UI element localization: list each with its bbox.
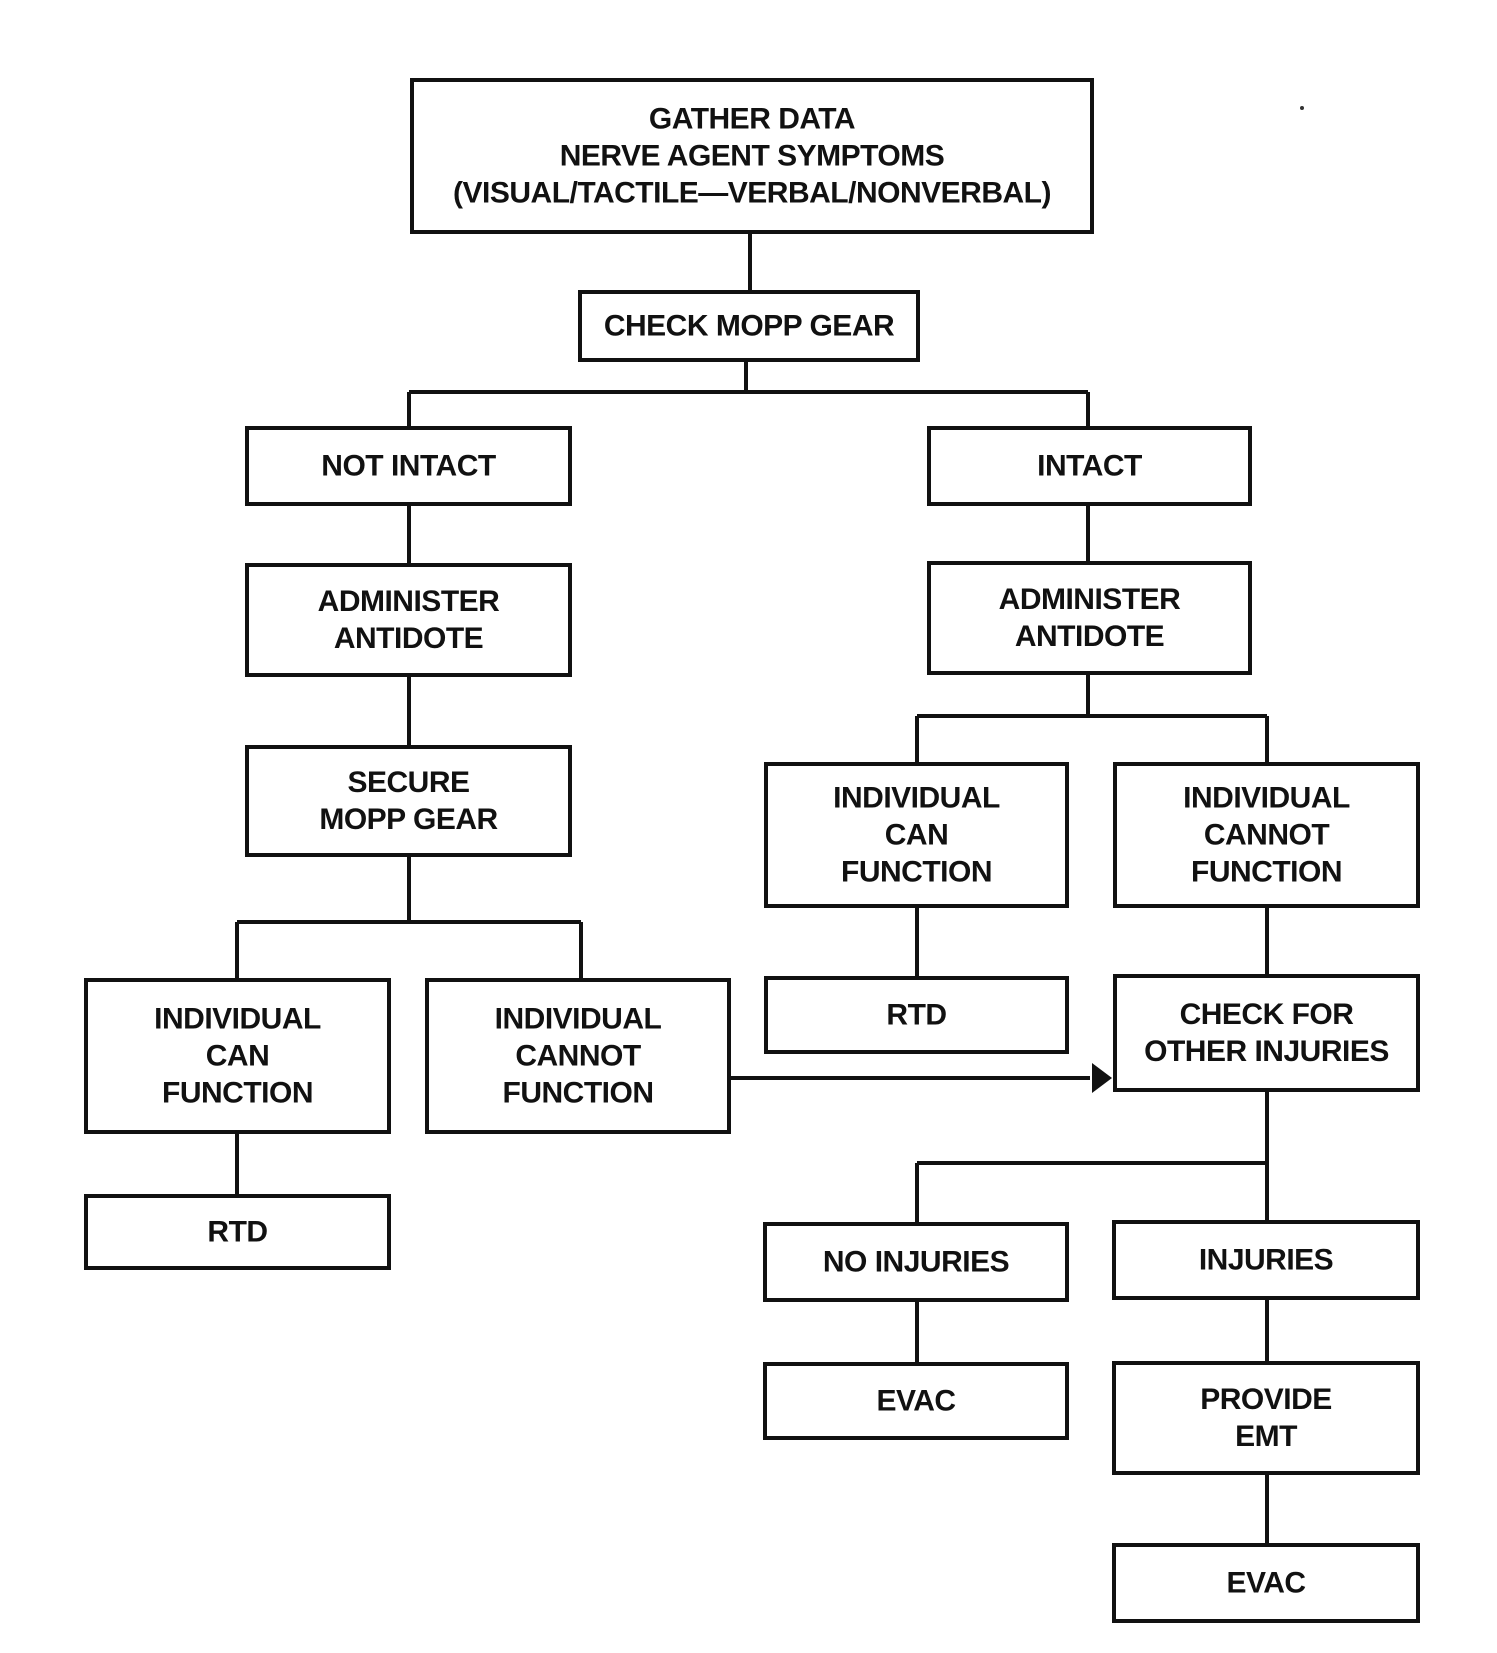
node-label-line: NOT INTACT <box>321 450 496 483</box>
node-label-line: INDIVIDUAL <box>833 782 1000 815</box>
node-evac-no-injuries: EVAC <box>763 1362 1069 1440</box>
node-administer-antidote-right: ADMINISTER ANTIDOTE <box>927 561 1252 675</box>
scan-dot <box>1300 106 1304 110</box>
node-label-line: INDIVIDUAL <box>154 1003 321 1036</box>
node-label-line: NO INJURIES <box>823 1246 1009 1279</box>
node-label-line: FUNCTION <box>503 1077 654 1110</box>
node-label-line: FUNCTION <box>162 1077 313 1110</box>
node-label-line: ADMINISTER <box>999 583 1182 616</box>
node-left-cannot-function: INDIVIDUAL CANNOT FUNCTION <box>425 978 731 1134</box>
node-label-line: (VISUAL/TACTILE—VERBAL/NONVERBAL) <box>453 177 1051 210</box>
node-label-line: ADMINISTER <box>318 585 501 618</box>
node-intact: INTACT <box>927 426 1252 506</box>
node-left-rtd: RTD <box>84 1194 391 1270</box>
node-label-line: EMT <box>1235 1420 1297 1453</box>
node-label-line: MOPP GEAR <box>319 803 498 836</box>
arrowhead-to-check-injuries <box>1092 1063 1112 1093</box>
node-gather-data: GATHER DATA NERVE AGENT SYMPTOMS (VISUAL/T… <box>410 78 1094 234</box>
node-label-line: ANTIDOTE <box>1015 620 1164 653</box>
node-no-injuries: NO INJURIES <box>763 1222 1069 1302</box>
node-provide-emt: PROVIDE EMT <box>1112 1361 1420 1475</box>
connectors <box>235 232 1269 1545</box>
node-right-can-function: INDIVIDUAL CAN FUNCTION <box>764 762 1069 908</box>
node-label-line: CHECK FOR <box>1180 998 1355 1031</box>
node-right-rtd: RTD <box>764 976 1069 1054</box>
node-label-line: OTHER INJURIES <box>1144 1035 1389 1068</box>
node-injuries: INJURIES <box>1112 1220 1420 1300</box>
node-label-line: ANTIDOTE <box>334 622 483 655</box>
node-label-line: INJURIES <box>1199 1244 1333 1277</box>
node-label-line: GATHER DATA <box>649 103 855 136</box>
node-label-line: INDIVIDUAL <box>495 1003 662 1036</box>
node-label-line: EVAC <box>1226 1567 1305 1600</box>
node-label-line: EVAC <box>876 1385 955 1418</box>
node-check-mopp-gear: CHECK MOPP GEAR <box>578 290 920 362</box>
node-administer-antidote-left: ADMINISTER ANTIDOTE <box>245 563 572 677</box>
node-label-line: CAN <box>885 819 949 852</box>
node-label-line: CANNOT <box>1204 819 1329 852</box>
node-label-line: NERVE AGENT SYMPTOMS <box>560 140 945 173</box>
node-right-cannot-function: INDIVIDUAL CANNOT FUNCTION <box>1113 762 1420 908</box>
node-secure-mopp-gear: SECURE MOPP GEAR <box>245 745 572 857</box>
node-label-line: INDIVIDUAL <box>1183 782 1350 815</box>
node-label-line: CAN <box>206 1040 270 1073</box>
node-label-line: PROVIDE <box>1200 1383 1332 1416</box>
node-check-other-injuries: CHECK FOR OTHER INJURIES <box>1113 974 1420 1092</box>
node-label-line: FUNCTION <box>841 856 992 889</box>
node-label-line: CHECK MOPP GEAR <box>604 310 895 343</box>
node-not-intact: NOT INTACT <box>245 426 572 506</box>
node-left-can-function: INDIVIDUAL CAN FUNCTION <box>84 978 391 1134</box>
node-label-line: RTD <box>886 999 946 1032</box>
node-label-line: INTACT <box>1037 450 1142 483</box>
node-label-line: RTD <box>207 1216 267 1249</box>
node-evac-after-emt: EVAC <box>1112 1543 1420 1623</box>
node-label-line: CANNOT <box>515 1040 640 1073</box>
node-label-line: FUNCTION <box>1191 856 1342 889</box>
node-label-line: SECURE <box>347 766 469 799</box>
